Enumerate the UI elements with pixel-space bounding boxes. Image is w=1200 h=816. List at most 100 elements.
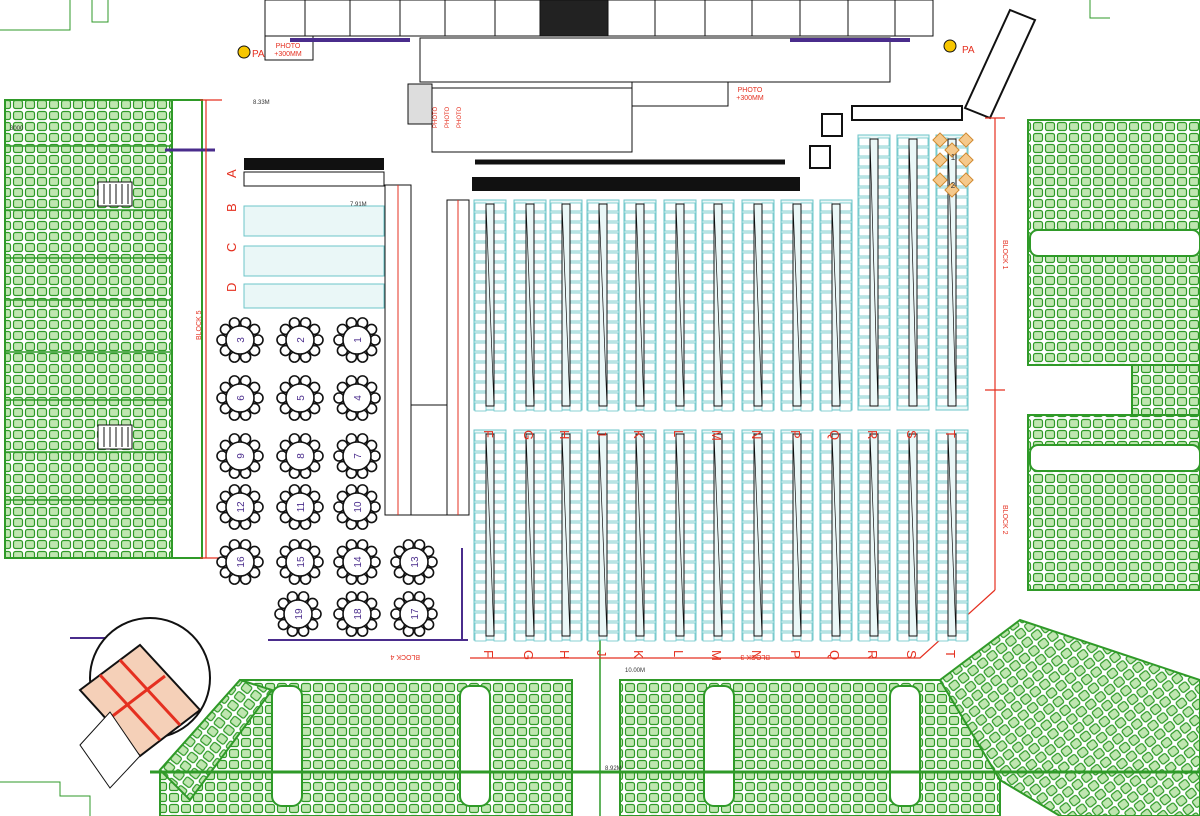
vip-seat	[958, 152, 974, 168]
row-letter: P	[788, 650, 803, 659]
round-table: 12	[216, 484, 264, 530]
seat-column	[701, 199, 735, 412]
bottom-tribunes	[150, 618, 1200, 816]
round-table: 19	[274, 591, 322, 637]
seat-column	[513, 199, 547, 412]
vip-seat	[944, 182, 960, 198]
pa-label: PA	[252, 49, 265, 60]
main-block-barrier	[472, 177, 800, 191]
round-table: 13	[390, 539, 438, 585]
center-column	[384, 184, 470, 516]
dimension-label: 8.33M	[253, 100, 270, 106]
block-label: BLOCK 1	[1001, 240, 1008, 270]
round-table: 2	[276, 317, 324, 363]
table-number: 17	[410, 608, 421, 620]
main-seat-columns	[473, 134, 969, 642]
photo-small-label: PHOTO	[433, 106, 439, 128]
row-letter: K	[631, 430, 646, 439]
round-table: 10	[333, 484, 381, 530]
seat-column	[819, 429, 853, 642]
table-number: 7	[353, 453, 364, 459]
round-table: 5	[276, 375, 324, 421]
row-letter: T	[943, 650, 958, 658]
table-number: 4	[353, 395, 364, 401]
row-letter: G	[521, 650, 536, 660]
row-letter: M	[709, 650, 724, 661]
vip-diamond-seats: 12	[932, 132, 974, 198]
round-table: 17	[390, 591, 438, 637]
row-letter: G	[521, 430, 536, 440]
table-number: 11	[296, 501, 307, 512]
row-letter: F	[481, 650, 496, 658]
seat-column	[513, 429, 547, 642]
stage-dividers	[304, 0, 896, 36]
table-number: 2	[296, 337, 307, 343]
round-table: 4	[333, 375, 381, 421]
table-number: 12	[236, 501, 247, 513]
photo-label: PHOTO+300MM	[736, 87, 764, 102]
table-number: 16	[236, 556, 247, 568]
table-number: 13	[410, 556, 421, 568]
seat-column	[896, 134, 930, 411]
block-ad	[243, 158, 385, 309]
row-letter: D	[224, 283, 239, 292]
seat-column	[663, 199, 697, 412]
row-letter: M	[709, 430, 724, 441]
table-number: 3	[236, 337, 247, 343]
round-table: 11	[276, 484, 324, 530]
seat-column	[857, 429, 891, 642]
row-letter: B	[224, 203, 239, 212]
seat-column	[780, 199, 814, 412]
round-table: 9	[216, 433, 264, 479]
vip-seat	[932, 132, 948, 148]
block-label: BLOCK 5	[196, 310, 203, 340]
right-tribune	[1027, 119, 1200, 591]
pavilion	[78, 617, 211, 789]
table-number: 6	[236, 395, 247, 401]
seat-column	[741, 429, 775, 642]
table-number: 18	[353, 608, 364, 620]
dimension-lines	[200, 99, 1005, 659]
round-table: 14	[333, 539, 381, 585]
photo-small-label: PHOTO	[457, 106, 463, 128]
row-letter: J	[594, 650, 609, 657]
table-number: 19	[294, 608, 305, 620]
vip-seat	[932, 152, 948, 168]
seat-column	[896, 429, 930, 642]
block-label: BLOCK 4	[390, 653, 420, 660]
row-letter: S	[904, 650, 919, 659]
vip-seat	[932, 172, 948, 188]
round-table: 6	[216, 375, 264, 421]
row-letter: A	[224, 169, 239, 178]
table-number: 8	[296, 453, 307, 459]
seat-column	[549, 429, 583, 642]
row-letter: J	[594, 430, 609, 437]
seat-column	[857, 134, 891, 411]
seat-column	[663, 429, 697, 642]
row-letter: H	[557, 650, 572, 659]
seat-column	[549, 199, 583, 412]
pa-label: PA	[962, 45, 975, 56]
seat-column	[586, 199, 620, 412]
seat-column	[623, 199, 657, 412]
vip-group-number: 2	[951, 181, 956, 190]
row-letter: T	[943, 430, 958, 438]
row-letter: R	[865, 430, 880, 439]
photo-label: PHOTO+300MM	[274, 43, 302, 58]
seat-column	[701, 429, 735, 642]
seat-column	[586, 429, 620, 642]
vip-seat	[944, 142, 960, 158]
row-letter: P	[788, 430, 803, 439]
row-letter: F	[481, 430, 496, 438]
seat-column	[473, 429, 507, 642]
dimension-label: 3000	[10, 126, 24, 132]
block-label: BLOCK 3	[740, 653, 770, 660]
round-table: 7	[333, 433, 381, 479]
seat-column	[819, 199, 853, 412]
photo-small-label: PHOTO	[445, 106, 451, 128]
round-table: 15	[276, 539, 324, 585]
row-letter: N	[749, 430, 764, 439]
stage	[264, 0, 1037, 169]
